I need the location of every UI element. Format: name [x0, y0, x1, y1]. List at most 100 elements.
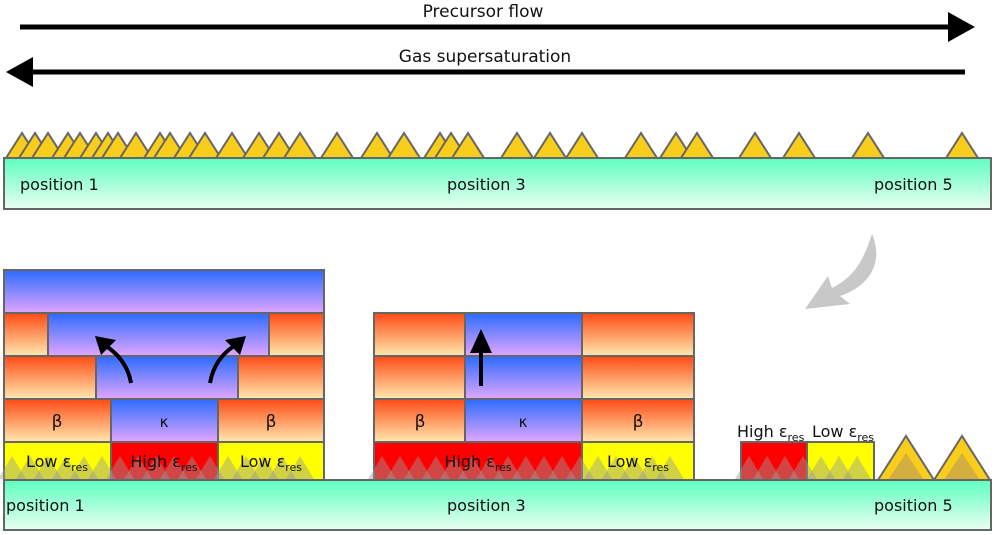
- stack-position-3: β κ β High εres Low εres: [368, 312, 695, 481]
- low-eps-layer: [3, 441, 112, 481]
- bottom-substrate-label-position-5: position 5: [874, 496, 953, 515]
- embedded-nucleus: [789, 456, 817, 479]
- embedded-nucleus: [142, 456, 170, 479]
- stack-position-1: β κ β Low εres High εres Low εres: [0, 269, 325, 481]
- high-eps-label: High εres: [737, 422, 805, 444]
- growth-arrow-right: [208, 344, 236, 384]
- embedded-nucleus: [268, 456, 296, 479]
- beta-label: β: [52, 412, 63, 432]
- low-eps-layer: [217, 441, 325, 481]
- embedded-nucleus: [735, 456, 763, 479]
- embedded-nucleus: [638, 456, 666, 479]
- embedded-nucleus: [548, 456, 576, 479]
- kappa-layer: [3, 269, 325, 314]
- high-eps-label: High εres: [130, 452, 198, 474]
- precursor-flow-arrow: [20, 12, 975, 42]
- beta-grain: [268, 312, 325, 357]
- embedded-nucleus: [196, 456, 224, 479]
- embedded-nucleus: [250, 456, 278, 479]
- embedded-nucleus: [70, 456, 98, 479]
- beta-grain: [3, 312, 49, 357]
- growth-arrow-left: [104, 344, 133, 384]
- beta-grain: [237, 355, 325, 400]
- embedded-nucleus: [286, 456, 314, 479]
- embedded-nucleus: [404, 456, 432, 479]
- embedded-nucleus: [386, 456, 414, 479]
- kappa-grain: [110, 398, 219, 443]
- nucleus-triangle: [319, 131, 355, 159]
- embedded-nucleus: [476, 456, 504, 479]
- beta-grain: [581, 312, 695, 357]
- kappa-label: κ: [519, 413, 528, 431]
- low-eps-label: Low εres: [812, 422, 874, 444]
- beta-grain: [3, 398, 112, 443]
- beta-grain: [373, 398, 466, 443]
- beta-grain: [581, 398, 695, 443]
- kappa-grain: [95, 355, 239, 400]
- beta-grain: [581, 355, 695, 400]
- top-substrate-label-position-3: position 3: [447, 175, 526, 194]
- embedded-nucleus: [368, 456, 396, 479]
- beta-label: β: [415, 412, 426, 432]
- embedded-nucleus: [584, 456, 612, 479]
- embedded-nucleus: [771, 456, 799, 479]
- bottom-substrate-label-position-1: position 1: [6, 496, 85, 515]
- top-substrate-label-position-5: position 5: [874, 175, 953, 194]
- nucleus-triangle-core: [944, 453, 980, 480]
- embedded-nucleus: [160, 456, 188, 479]
- nucleus-triangle: [623, 131, 659, 159]
- low-eps-label: Low εres: [26, 452, 88, 474]
- nucleus-triangle: [282, 131, 318, 159]
- embedded-nucleus: [52, 456, 80, 479]
- nucleus-triangle: [944, 131, 980, 159]
- stack-position-5: High εres Low εres: [735, 422, 992, 481]
- embedded-nucleus: [106, 456, 134, 479]
- top-substrate: [3, 157, 992, 210]
- embedded-nucleus: [458, 456, 486, 479]
- embedded-nucleus: [620, 456, 648, 479]
- embedded-nucleus: [422, 456, 450, 479]
- embedded-nucleus: [843, 456, 871, 479]
- nucleus-triangle: [499, 131, 535, 159]
- low-eps-layer: [806, 441, 875, 481]
- growth-arrow-up: [470, 329, 492, 386]
- embedded-nucleus: [530, 456, 558, 479]
- embedded-nucleus: [440, 456, 468, 479]
- embedded-nucleus: [178, 456, 206, 479]
- nucleus-triangle: [850, 131, 886, 159]
- embedded-nucleus: [494, 456, 522, 479]
- nucleus-triangle: [214, 131, 250, 159]
- beta-grain: [217, 398, 325, 443]
- low-eps-label: Low εres: [607, 452, 669, 474]
- embedded-nucleus: [124, 456, 152, 479]
- low-eps-label: Low εres: [240, 452, 302, 474]
- nucleus-triangle-core: [888, 453, 924, 480]
- embedded-nucleus: [512, 456, 540, 479]
- embedded-nucleus: [566, 456, 594, 479]
- nucleus-triangle: [359, 131, 395, 159]
- nucleus-triangle: [737, 131, 773, 159]
- gas-supersaturation-arrow: [6, 57, 965, 87]
- nucleus-triangle: [781, 131, 817, 159]
- nucleus-triangle: [386, 131, 422, 159]
- embedded-nucleus: [214, 456, 242, 479]
- curved-transition-arrow: [805, 234, 877, 309]
- embedded-nucleus: [232, 456, 260, 479]
- beta-label: β: [266, 412, 277, 432]
- embedded-nucleus: [825, 456, 853, 479]
- gas-supersaturation-label: Gas supersaturation: [399, 47, 571, 67]
- embedded-nucleus: [602, 456, 630, 479]
- arrowhead-icon: [225, 336, 246, 355]
- top-substrate-label-position-1: position 1: [20, 175, 99, 194]
- arrowhead-icon: [95, 336, 116, 355]
- nucleus-triangle: [564, 131, 600, 159]
- beta-label: β: [633, 412, 644, 432]
- low-eps-layer: [581, 441, 695, 481]
- bottom-substrate: [3, 479, 992, 531]
- embedded-nucleus: [34, 456, 62, 479]
- embedded-nucleus: [656, 456, 684, 479]
- beta-grain: [3, 355, 97, 400]
- nuclei-group: [4, 131, 980, 159]
- nucleus-triangle: [679, 131, 715, 159]
